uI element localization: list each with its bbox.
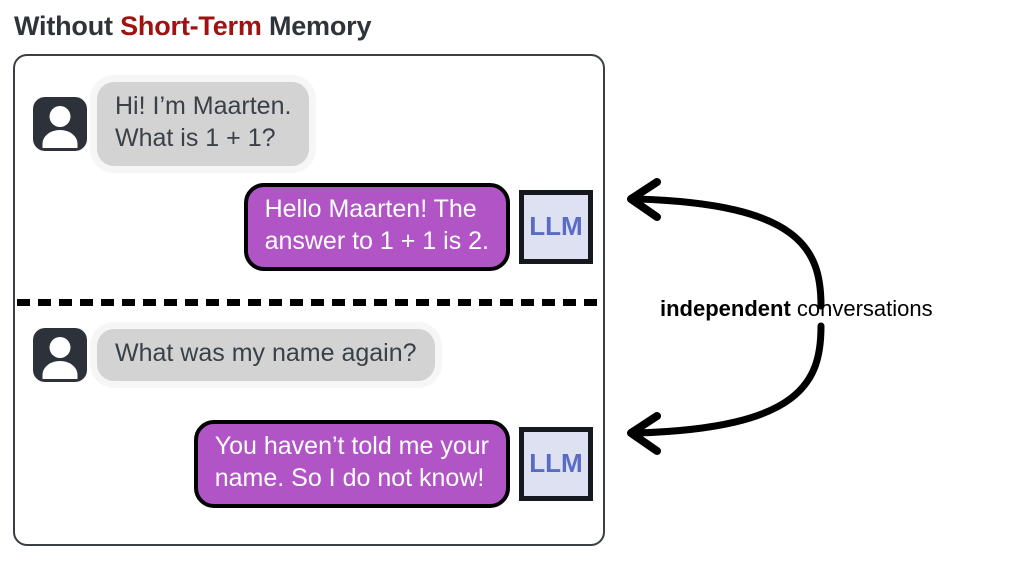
annotation-rest: conversations bbox=[790, 296, 933, 321]
arrow-to-top-conversation bbox=[627, 178, 825, 310]
avatar-head-shape bbox=[49, 337, 71, 358]
assistant-message-bubble: You haven’t told me your name. So I do n… bbox=[193, 420, 510, 508]
message-row-user-1: Hi! I’m Maarten. What is 1 + 1? bbox=[33, 82, 310, 166]
annotation-bold-word: independent bbox=[660, 296, 791, 321]
avatar-body-shape bbox=[42, 129, 78, 148]
conversation-separator bbox=[17, 299, 603, 306]
conversation-1: Hi! I’m Maarten. What is 1 + 1? Hello Ma… bbox=[15, 56, 603, 299]
assistant-message-bubble: Hello Maarten! The answer to 1 + 1 is 2. bbox=[243, 183, 510, 271]
message-row-assistant-1: Hello Maarten! The answer to 1 + 1 is 2.… bbox=[243, 183, 593, 271]
arrow-to-bottom-conversation bbox=[627, 322, 825, 455]
user-message-bubble: Hi! I’m Maarten. What is 1 + 1? bbox=[97, 82, 310, 166]
conversation-2: What was my name again? You haven’t told… bbox=[15, 305, 603, 546]
avatar-head-shape bbox=[49, 105, 71, 127]
llm-badge: LLM bbox=[519, 426, 593, 501]
title-suffix: Memory bbox=[261, 11, 372, 41]
title-accent: Short-Term bbox=[120, 11, 262, 41]
person-avatar-icon bbox=[33, 96, 87, 151]
independent-conversations-arrows bbox=[627, 178, 825, 455]
avatar-body-shape bbox=[42, 361, 78, 379]
llm-badge: LLM bbox=[519, 189, 593, 264]
user-message-bubble: What was my name again? bbox=[97, 329, 435, 381]
message-row-assistant-2: You haven’t told me your name. So I do n… bbox=[193, 420, 593, 508]
message-row-user-2: What was my name again? bbox=[33, 328, 435, 382]
title-prefix: Without bbox=[14, 11, 121, 41]
person-avatar-icon bbox=[33, 328, 87, 382]
annotation-label: independent conversations bbox=[660, 296, 933, 322]
page-title: Without Short-Term Memory bbox=[14, 11, 371, 42]
conversation-container: Hi! I’m Maarten. What is 1 + 1? Hello Ma… bbox=[13, 54, 605, 546]
